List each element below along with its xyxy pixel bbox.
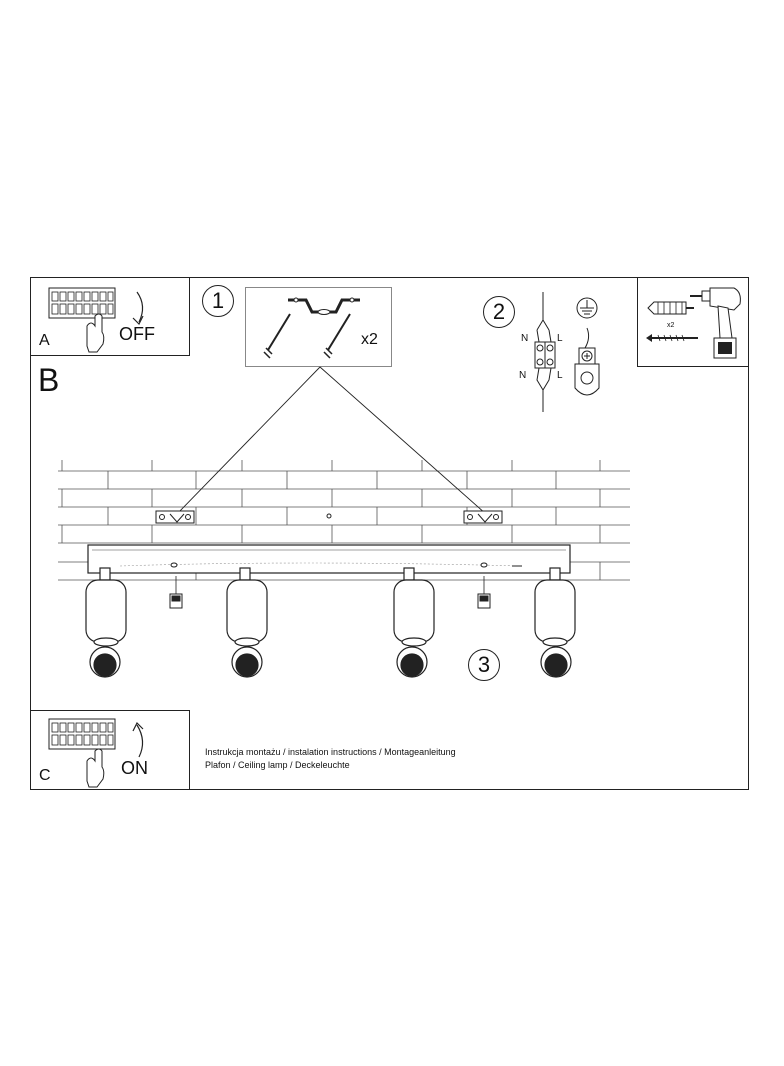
panel-c-letter: C — [39, 767, 51, 784]
drill-icon — [690, 287, 741, 359]
ground-terminal-icon — [574, 297, 600, 396]
spotlight — [85, 567, 127, 678]
wall-bracket — [155, 510, 195, 524]
mounting-screw — [169, 576, 183, 609]
screw-icon — [323, 313, 351, 359]
circuit-breaker-icon — [48, 287, 144, 353]
wire-label-n-bottom: N — [519, 370, 527, 381]
off-label: OFF — [119, 324, 155, 344]
step2-number-circle: 2 — [483, 296, 515, 328]
wire-label-l-top: L — [557, 333, 563, 344]
screw-icon — [646, 334, 698, 342]
section-b-letter: B — [38, 362, 60, 398]
spotlight — [534, 567, 576, 678]
footer-product-name: Plafon / Ceiling lamp / Deckeleuchte — [205, 760, 350, 770]
wire-label-n-top: N — [521, 333, 529, 344]
footer-instructions-title: Instrukcja montażu / instalation instruc… — [205, 747, 456, 757]
bracket-quantity: x2 — [361, 331, 378, 348]
panel-a-letter: A — [39, 332, 50, 349]
mounting-bracket-box: x2 — [245, 287, 392, 367]
tools-panel: x2 — [637, 277, 749, 367]
wire-label-l-bottom: L — [557, 370, 563, 381]
circuit-breaker-icon — [48, 718, 144, 788]
mounting-screw — [477, 576, 491, 609]
lamp-base-bar — [87, 544, 571, 574]
screw-icon — [263, 313, 291, 359]
step3-number: 3 — [477, 652, 491, 677]
wall-plug-icon — [647, 301, 694, 315]
spotlight — [226, 567, 268, 678]
step1-number: 1 — [211, 288, 225, 313]
on-label: ON — [121, 758, 148, 778]
instruction-sheet-frame — [30, 277, 749, 790]
step2-number: 2 — [492, 299, 506, 324]
spotlight — [393, 567, 435, 678]
mounting-bracket-icon — [288, 297, 360, 315]
anchor-quantity: x2 — [667, 322, 675, 329]
panel-a-switch-off: A OFF — [30, 277, 190, 356]
wall-bracket — [463, 510, 503, 524]
step1-number-circle: 1 — [202, 285, 234, 317]
step3-number-circle: 3 — [468, 649, 500, 681]
panel-c-switch-on: C ON — [30, 710, 190, 790]
terminal-block-diagram — [534, 292, 556, 412]
